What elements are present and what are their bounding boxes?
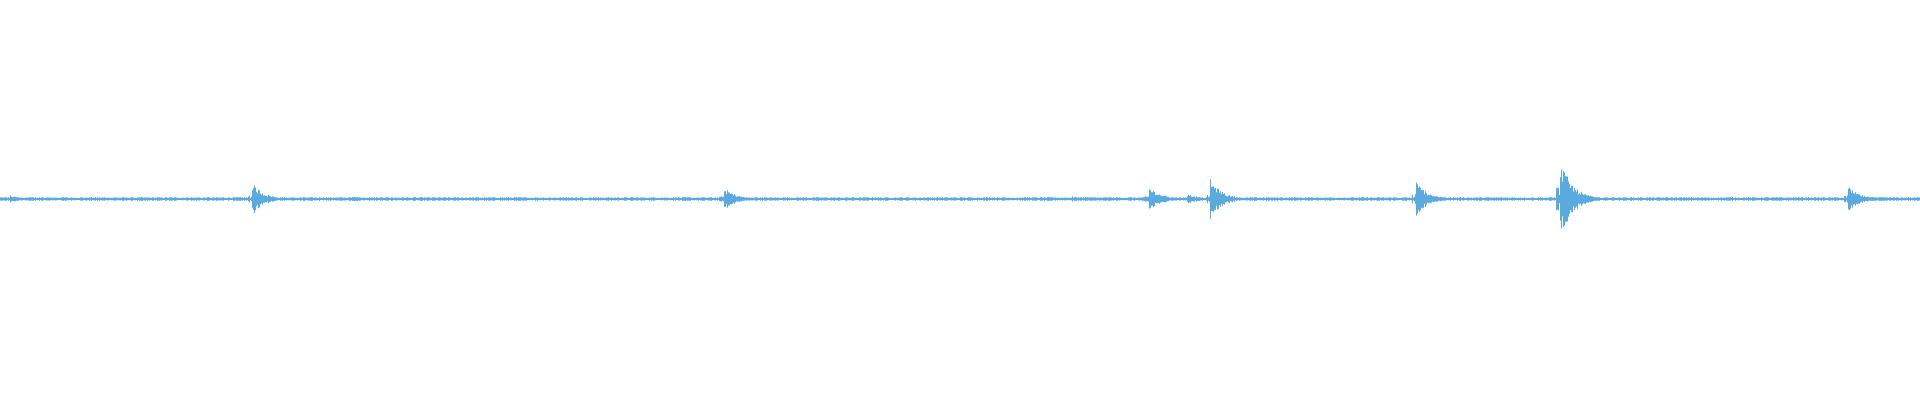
waveform-peaks xyxy=(0,169,1920,229)
